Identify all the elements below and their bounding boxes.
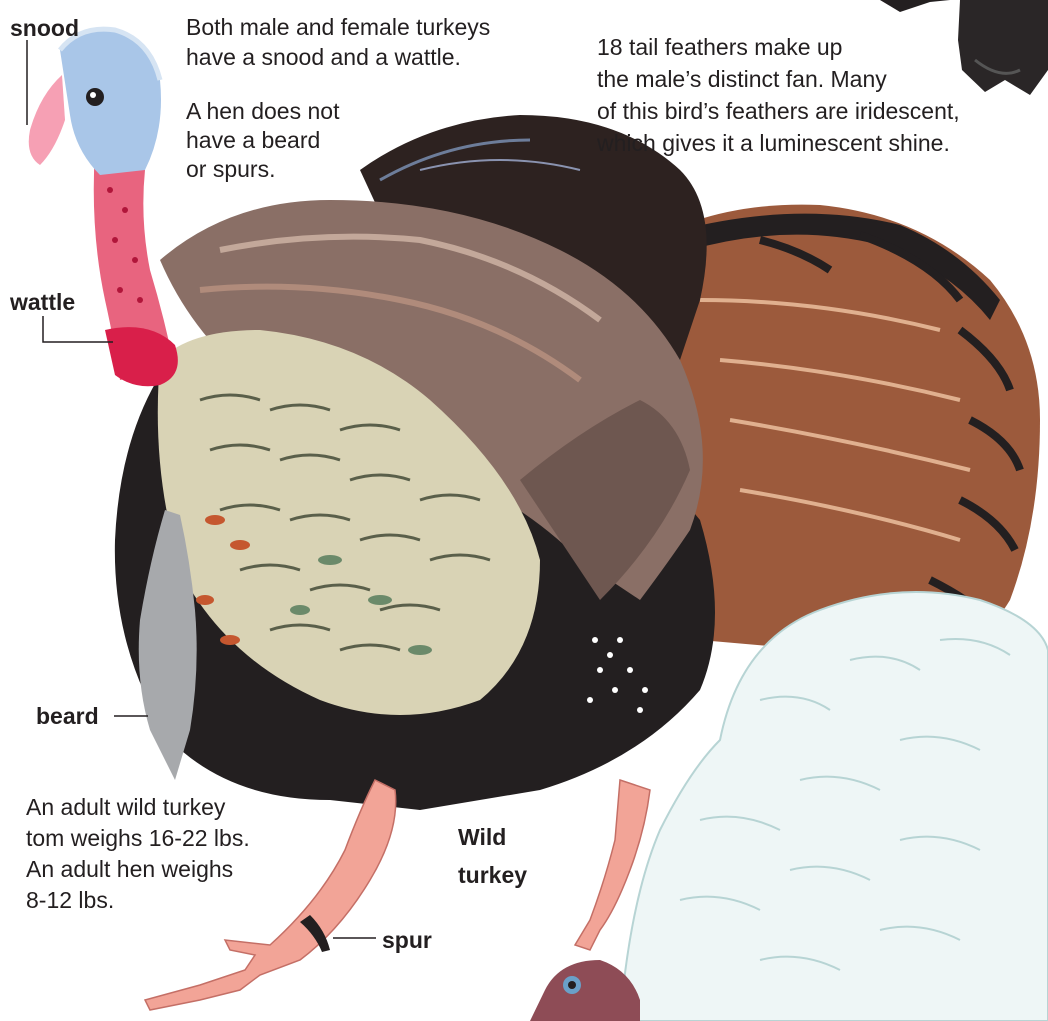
note-line: the male’s distinct fan. Many bbox=[597, 63, 960, 95]
tail-note: 18 tail feathers make up the male’s dist… bbox=[597, 31, 960, 159]
note-line: 8-12 lbs. bbox=[26, 885, 250, 916]
weight-note: An adult wild turkey tom weighs 16-22 lb… bbox=[26, 792, 250, 916]
note-line: of this bird’s feathers are iridescent, bbox=[597, 95, 960, 127]
note-line: or spurs. bbox=[186, 155, 339, 184]
note-line: An adult wild turkey bbox=[26, 792, 250, 823]
hen-note: A hen does not have a beard or spurs. bbox=[186, 97, 339, 184]
neck-head bbox=[29, 29, 178, 386]
note-line: which gives it a luminescent shine. bbox=[597, 127, 960, 159]
beard-label: beard bbox=[36, 702, 99, 730]
wattle-leader bbox=[43, 316, 113, 342]
snood-wattle-note: Both male and female turkeys have a snoo… bbox=[186, 12, 490, 72]
snood-label: snood bbox=[10, 14, 79, 42]
spur-label: spur bbox=[382, 926, 432, 954]
note-line: An adult hen weighs bbox=[26, 854, 250, 885]
note-line: A hen does not bbox=[186, 97, 339, 126]
note-line: have a beard bbox=[186, 126, 339, 155]
wattle-label: wattle bbox=[10, 288, 75, 316]
species-label: Wild turkey bbox=[458, 818, 527, 894]
note-line: have a snood and a wattle. bbox=[186, 42, 490, 72]
note-line: tom weighs 16-22 lbs. bbox=[26, 823, 250, 854]
species-line: turkey bbox=[458, 856, 527, 894]
note-line: 18 tail feathers make up bbox=[597, 31, 960, 63]
species-line: Wild bbox=[458, 818, 527, 856]
note-line: Both male and female turkeys bbox=[186, 12, 490, 42]
